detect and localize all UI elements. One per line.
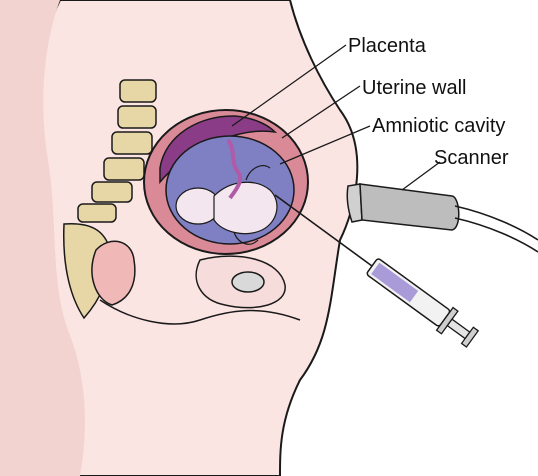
ultrasound-probe-icon <box>347 184 538 252</box>
label-amniotic-cavity: Amniotic cavity <box>372 115 505 137</box>
label-placenta: Placenta <box>348 35 427 57</box>
label-scanner: Scanner <box>434 147 509 169</box>
pubic-bone <box>232 272 264 292</box>
label-uterine-wall: Uterine wall <box>362 77 466 99</box>
